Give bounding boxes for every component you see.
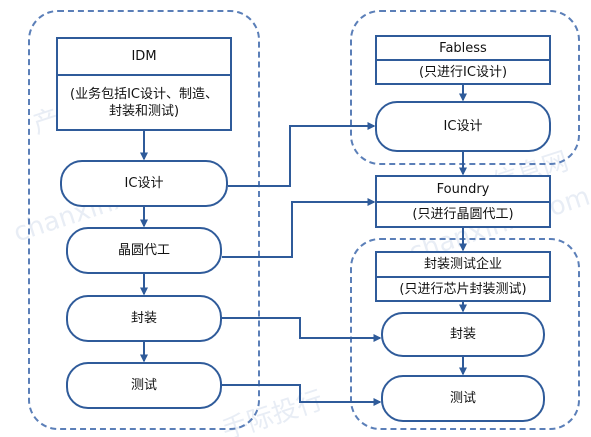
fabless-box: Fabless (只进行IC设计) (375, 35, 551, 85)
osat-title: 封装测试企业 (377, 253, 549, 278)
fabless-step-ic-design: IC设计 (375, 101, 551, 152)
idm-group-frame (28, 10, 260, 430)
idm-step-foundry: 晶圆代工 (66, 227, 222, 274)
foundry-title: Foundry (377, 177, 549, 203)
osat-step-packaging: 封装 (381, 312, 545, 357)
idm-box: IDM (业务包括IC设计、制造、封装和测试) (56, 37, 232, 131)
idm-step-ic-design: IC设计 (60, 160, 228, 207)
connector-testing-to-testing (222, 384, 382, 406)
fabless-description: (只进行IC设计) (418, 64, 508, 80)
idm-title: IDM (58, 39, 230, 76)
foundry-description: (只进行晶圆代工) (412, 207, 514, 222)
osat-description: (只进行芯片封装测试) (399, 281, 527, 297)
foundry-box: Foundry (只进行晶圆代工) (375, 175, 551, 228)
connector-design-to-fabless-design (228, 122, 376, 187)
connector-packaging-to-packaging (222, 317, 382, 342)
osat-step-testing: 测试 (381, 375, 545, 422)
idm-description: (业务包括IC设计、制造、封装和测试) (70, 86, 218, 119)
osat-group-frame (350, 238, 580, 430)
idm-step-testing: 测试 (66, 362, 222, 409)
idm-step-packaging: 封装 (66, 295, 222, 342)
connector-foundry-to-foundry (222, 198, 376, 258)
fabless-group-frame (350, 10, 580, 165)
osat-box: 封装测试企业 (只进行芯片封装测试) (375, 251, 551, 302)
fabless-title: Fabless (377, 37, 549, 61)
